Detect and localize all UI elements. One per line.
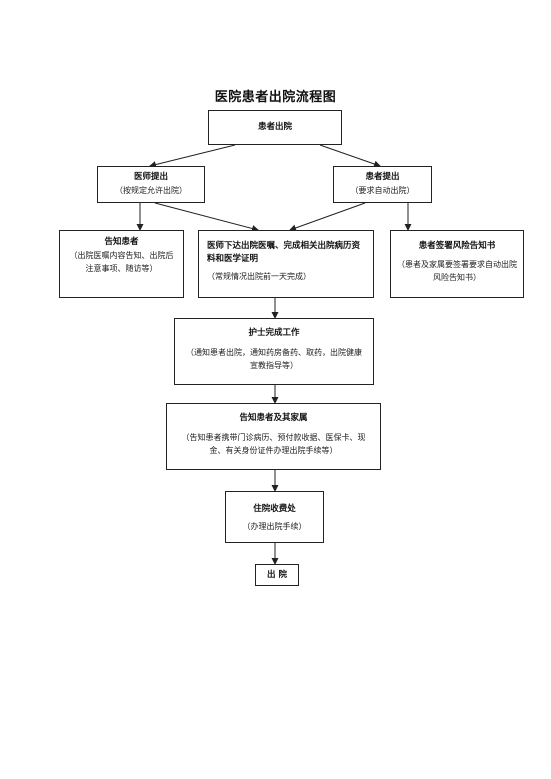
node-billing: 住院收费处 （办理出院手续） — [225, 491, 324, 543]
arrow-discharge-patient — [319, 144, 381, 168]
node-family-head: 告知患者及其家属 — [239, 413, 308, 423]
node-nurse-head: 护士完成工作 — [248, 328, 300, 338]
node-discharge: 患者出院 — [208, 110, 342, 145]
node-exit-head: 出 院 — [267, 570, 287, 580]
page-title: 医院患者出院流程图 — [214, 90, 337, 105]
node-patient-sub: （要求自动出院） — [350, 186, 415, 195]
node-nurse: 护士完成工作 （通知患者出院，通知药房备药、取药，出院健康宣教指导等） — [174, 318, 374, 385]
node-orders: 医师下达出院医嘱、完成相关出院病历资料和医学证明 （常规情况出院前一天完成） — [198, 230, 374, 298]
node-nurse-sub: （通知患者出院，通知药房备药、取药，出院健康宣教指导等） — [186, 348, 362, 370]
node-billing-head: 住院收费处 — [253, 504, 296, 514]
node-inform: 告知患者 （出院医嘱内容告知、出院后注意事项、随访等） — [59, 230, 184, 298]
node-doctor: 医师提出 （按规定允许出院） — [97, 166, 205, 203]
arrow-patient-orders — [289, 202, 366, 232]
node-inform-head: 告知患者 — [104, 237, 139, 247]
node-orders-head: 医师下达出院医嘱、完成相关出院病历资料和医学证明 — [207, 241, 361, 264]
node-exit: 出 院 — [255, 564, 299, 586]
node-risk: 患者签署风险告知书 （患者及家属要签署要求自动出院风险告知书） — [390, 230, 524, 298]
arrow-doctor-orders — [154, 202, 259, 232]
node-inform-sub: （出院医嘱内容告知、出院后注意事项、随访等） — [69, 251, 174, 273]
node-risk-sub: （患者及家属要签署要求自动出院风险告知书） — [397, 260, 517, 282]
node-family-sub: （告知患者携带门诊病历、预付款收据、医保卡、现金、有关身份证件办理出院手续等） — [181, 433, 366, 455]
node-discharge-head: 患者出院 — [257, 122, 292, 132]
node-doctor-head: 医师提出 — [133, 172, 168, 182]
node-patient-head: 患者提出 — [365, 172, 400, 182]
node-orders-sub: （常规情况出院前一天完成） — [207, 272, 311, 281]
node-patient: 患者提出 （要求自动出院） — [333, 166, 432, 203]
node-doctor-sub: （按规定允许出院） — [115, 186, 187, 195]
arrow-discharge-doctor — [149, 144, 236, 168]
node-billing-sub: （办理出院手续） — [242, 522, 307, 531]
node-family: 告知患者及其家属 （告知患者携带门诊病历、预付款收据、医保卡、现金、有关身份证件… — [166, 403, 381, 470]
node-risk-head: 患者签署风险告知书 — [418, 241, 496, 251]
